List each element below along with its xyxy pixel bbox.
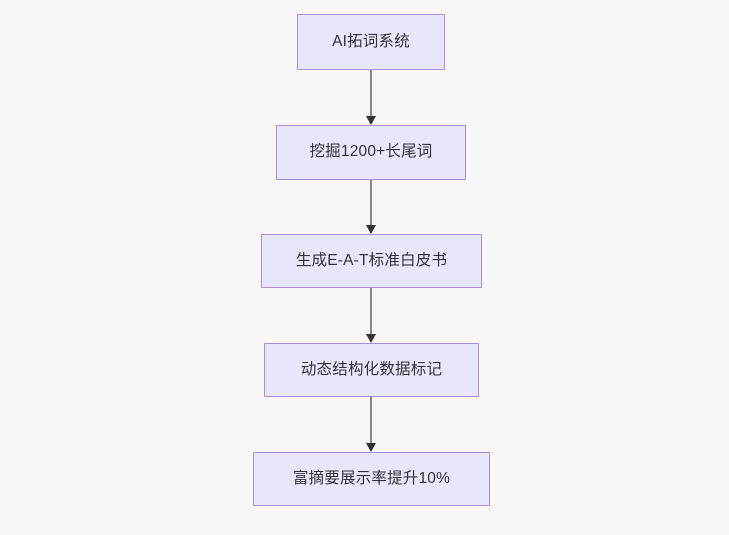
flow-node-dynamic-structured-data-markup[interactable]: 动态结构化数据标记 xyxy=(264,343,479,397)
flow-node-label: 富摘要展示率提升10% xyxy=(292,469,451,487)
edge-node2-to-node3 xyxy=(366,180,376,234)
flow-node-ai-keyword-expansion-system[interactable]: AI拓词系统 xyxy=(297,14,445,70)
flow-node-label: 动态结构化数据标记 xyxy=(300,360,443,378)
flow-node-label: 挖掘1200+长尾词 xyxy=(309,143,433,161)
flow-node-generate-eat-whitepaper[interactable]: 生成E-A-T标准白皮书 xyxy=(261,234,482,288)
flow-node-rich-snippet-display-rate-increase[interactable]: 富摘要展示率提升10% xyxy=(253,452,490,506)
edge-node3-to-node4 xyxy=(366,288,376,343)
edge-arrowhead-icon xyxy=(366,334,376,343)
edge-arrowhead-icon xyxy=(366,225,376,234)
edge-node1-to-node2 xyxy=(366,70,376,125)
edge-arrowhead-icon xyxy=(366,116,376,125)
edge-node4-to-node5 xyxy=(366,397,376,452)
flow-node-mine-longtail-keywords[interactable]: 挖掘1200+长尾词 xyxy=(276,125,466,180)
flow-node-label: 生成E-A-T标准白皮书 xyxy=(295,251,448,269)
edge-arrowhead-icon xyxy=(366,443,376,452)
flow-node-label: AI拓词系统 xyxy=(332,32,410,50)
